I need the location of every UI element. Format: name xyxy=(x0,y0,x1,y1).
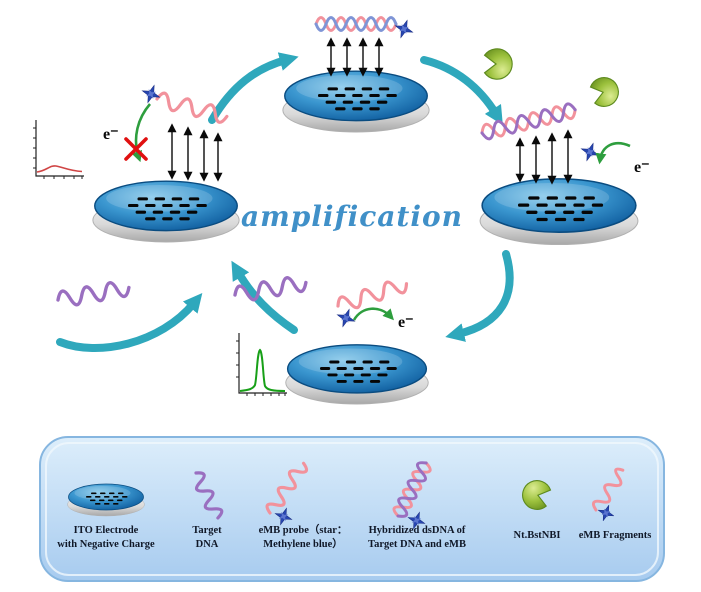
emb-fragment-wave xyxy=(336,280,409,310)
target-dna-wave-left xyxy=(56,281,131,307)
ito-electrode-icon xyxy=(67,483,145,517)
methylene-blue-star-icon xyxy=(580,142,600,162)
legend-label: Methylene blue） xyxy=(263,537,343,550)
high-current-curve xyxy=(239,348,286,392)
right-scene: e⁻ xyxy=(480,73,650,185)
legend-label: Hybridized dsDNA of xyxy=(369,525,466,536)
emb-fragments-icon xyxy=(591,467,625,512)
electron-label: e⁻ xyxy=(634,159,650,176)
signal-graph-low xyxy=(33,120,84,179)
target-dna-wave-center xyxy=(233,276,308,302)
blocked-x-icon xyxy=(124,137,148,161)
electron-label: e⁻ xyxy=(398,314,414,331)
nt-bstnbi-enzyme-icon xyxy=(483,48,513,80)
left-scene: e⁻ xyxy=(33,84,229,182)
target-dna-icon xyxy=(194,471,224,520)
dsdna-strand-purple xyxy=(480,102,577,141)
hybridization-arrows-left xyxy=(167,123,223,182)
legend-label: eMB probe（star： xyxy=(259,523,348,536)
amplification-cycle-arrows xyxy=(56,52,514,352)
cycle-arrow-top-to-right xyxy=(420,56,503,126)
nt-bstnbi-enzyme-icon xyxy=(588,73,623,110)
electron-label: e⁻ xyxy=(103,126,119,143)
ito-electrode-bottom xyxy=(285,344,429,405)
ito-electrode-left xyxy=(92,180,240,243)
bottom-scene: e⁻ xyxy=(236,280,414,396)
legend-label: Target DNA and eMB xyxy=(368,539,466,550)
cycle-arrow-right-to-bottom xyxy=(445,250,514,342)
dsdna-strand-blue xyxy=(314,16,398,32)
hybridized-dsdna-icon xyxy=(392,461,432,518)
cycle-arrow-target-entry xyxy=(56,292,203,352)
signal-graph-high xyxy=(236,333,287,396)
emb-probe-icon xyxy=(265,461,309,515)
legend-label: with Negative Charge xyxy=(57,539,155,550)
electron-transfer-arrow xyxy=(352,307,394,321)
low-current-curve xyxy=(36,165,83,173)
cycle-arrow-left-to-top xyxy=(208,52,299,124)
hybridized-dsdna-right xyxy=(480,102,577,141)
top-scene xyxy=(314,16,414,77)
legend-label: Nt.BstNBI xyxy=(514,530,561,541)
legend-label: ITO Electrode xyxy=(74,525,139,536)
electron-transfer-arrow xyxy=(595,141,631,165)
ito-electrode-right xyxy=(479,178,639,246)
cycle-arrow-bottom-to-center xyxy=(231,260,298,334)
hybridized-dsdna-top xyxy=(314,16,398,32)
emb-probe-wave xyxy=(155,91,229,124)
hybridization-arrows-top xyxy=(326,37,384,77)
ito-electrode-top xyxy=(282,70,430,133)
legend-label: eMB Fragments xyxy=(579,530,652,541)
amplification-label: amplification xyxy=(241,200,463,233)
legend-label: DNA xyxy=(196,539,219,550)
hybridization-arrows-right xyxy=(515,129,573,185)
legend-label: Target xyxy=(192,525,222,536)
legend-panel: ITO Electrode with Negative Charge Targe… xyxy=(39,436,665,582)
